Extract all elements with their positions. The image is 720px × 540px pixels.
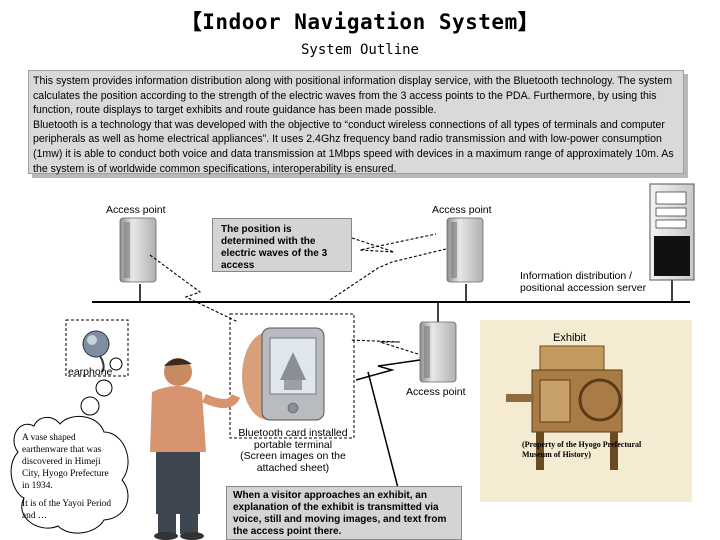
position-note: The position is determined with the elec… — [212, 218, 352, 272]
exhibit-credit: (Property of the Hyogo Prefectural Museu… — [522, 440, 642, 459]
server-label: Information distribution / positional ac… — [520, 270, 646, 294]
visitor-note: When a visitor approaches an exhibit, an… — [226, 486, 462, 540]
terminal-label-line-4: attached sheet) — [256, 461, 330, 474]
exhibit-object-icon — [506, 345, 623, 470]
signal-link-bottom — [349, 339, 419, 355]
visitor-pointer — [367, 371, 399, 489]
visitor-person-icon — [150, 358, 241, 540]
terminal-label-line-1: Bluetooth card installed — [238, 427, 348, 439]
terminal-callout — [229, 313, 355, 439]
exhibit-label: Exhibit — [553, 332, 587, 344]
signal-link-right — [329, 248, 447, 301]
server-label-line-1: Information distribution / — [520, 270, 633, 282]
signal-links — [149, 233, 447, 355]
terminal-label-line-3: (Screen images on the — [240, 450, 346, 462]
signal-bolt — [355, 359, 421, 381]
cloud-text-2: It is of the Yayoi Period and … — [22, 499, 112, 521]
earphone-icon — [82, 330, 110, 373]
access-point-bottom-icon — [419, 321, 457, 383]
cloud-text-1: A vase shaped earthenware that was disco… — [22, 433, 109, 491]
server-icon — [649, 183, 695, 281]
earphone-label: earphone — [68, 366, 113, 378]
terminal-label: Bluetooth card installed portable termin… — [230, 427, 356, 474]
page-title: 【Indoor Navigation System】 — [180, 10, 540, 34]
pda-terminal-icon — [242, 327, 325, 421]
access-point-right-label: Access point — [432, 204, 492, 216]
exhibit-panel — [480, 320, 692, 502]
description-box: This system provides information distrib… — [28, 70, 684, 175]
thought-cloud — [10, 357, 129, 534]
description-paragraph-1: This system provides information distrib… — [33, 75, 673, 117]
description-paragraph-2: Bluetooth is a technology that was devel… — [33, 118, 674, 175]
access-point-left-label: Access point — [106, 204, 166, 216]
terminal-label-line-2: portable terminal — [253, 438, 333, 451]
server-label-line-2: positional accession server — [520, 282, 647, 294]
cloud-text: A vase shaped earthenware that was disco… — [22, 432, 112, 528]
signal-link-left — [149, 254, 239, 323]
page-subtitle: System Outline — [300, 42, 419, 58]
access-point-bottom-label: Access point — [406, 386, 466, 398]
earphone-callout — [65, 319, 129, 377]
access-point-left-icon — [119, 217, 157, 283]
access-point-right-icon — [446, 217, 484, 283]
signal-link-top — [351, 233, 437, 253]
